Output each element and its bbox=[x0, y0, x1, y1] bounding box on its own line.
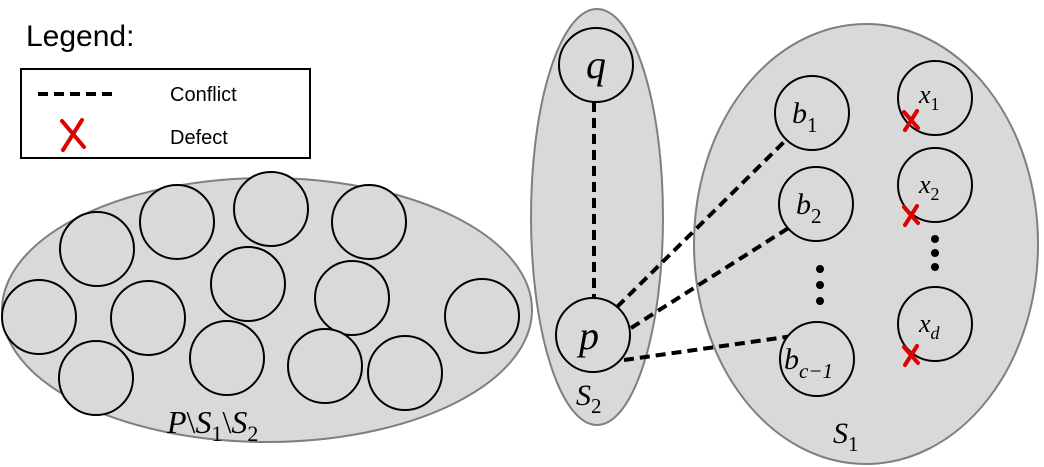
node-p: p bbox=[555, 297, 631, 373]
node-bc1: bc−1 bbox=[779, 321, 855, 397]
other-node bbox=[59, 211, 135, 287]
other-node bbox=[367, 335, 443, 411]
defect-icon bbox=[902, 204, 920, 227]
set-s1: S1 bbox=[693, 23, 1039, 465]
edge-p-b1 bbox=[615, 136, 790, 309]
svg-text:q: q bbox=[586, 42, 606, 87]
defect-icon bbox=[902, 109, 920, 132]
other-node bbox=[287, 328, 363, 404]
svg-text:p: p bbox=[576, 313, 599, 358]
node-b1: b1 bbox=[774, 75, 850, 151]
other-node bbox=[58, 340, 134, 416]
svg-text:x1: x1 bbox=[918, 80, 940, 114]
legend-conflict-label: Conflict bbox=[170, 84, 237, 106]
defect-icon bbox=[902, 344, 920, 367]
other-node bbox=[210, 246, 286, 322]
node-xd: xd bbox=[897, 286, 973, 367]
other-node bbox=[1, 279, 77, 355]
node-x2: x2 bbox=[897, 147, 973, 227]
conflict-edges bbox=[592, 102, 794, 362]
set-s2-label: S2 bbox=[576, 379, 602, 418]
other-node bbox=[110, 280, 186, 356]
other-node bbox=[444, 278, 520, 354]
legend-defect-label: Defect bbox=[170, 127, 228, 149]
node-b2: b2 bbox=[778, 166, 854, 242]
legend-title: Legend: bbox=[26, 20, 134, 53]
x-ellipsis-dots bbox=[931, 235, 939, 271]
svg-text:xd: xd bbox=[918, 309, 941, 343]
node-x1: x1 bbox=[897, 60, 973, 136]
node-q: q bbox=[558, 27, 634, 103]
legend-box: Conflict Defect bbox=[20, 68, 311, 159]
svg-text:b1: b1 bbox=[792, 97, 818, 137]
set-rest-label: P\S1\S2 bbox=[166, 404, 258, 446]
b-ellipsis-dots bbox=[816, 265, 824, 305]
set-rest: P\S1\S2 bbox=[1, 171, 533, 446]
edge-p-bc1 bbox=[623, 334, 794, 362]
svg-text:bc−1: bc−1 bbox=[784, 343, 833, 383]
other-node bbox=[139, 184, 215, 260]
set-s1-label: S1 bbox=[833, 417, 859, 456]
other-node bbox=[331, 184, 407, 260]
svg-text:b2: b2 bbox=[796, 188, 822, 228]
other-node bbox=[189, 320, 265, 396]
other-node bbox=[233, 171, 309, 247]
legend-defect-icon bbox=[60, 118, 86, 152]
other-node bbox=[314, 260, 390, 336]
svg-text:x2: x2 bbox=[918, 170, 940, 204]
